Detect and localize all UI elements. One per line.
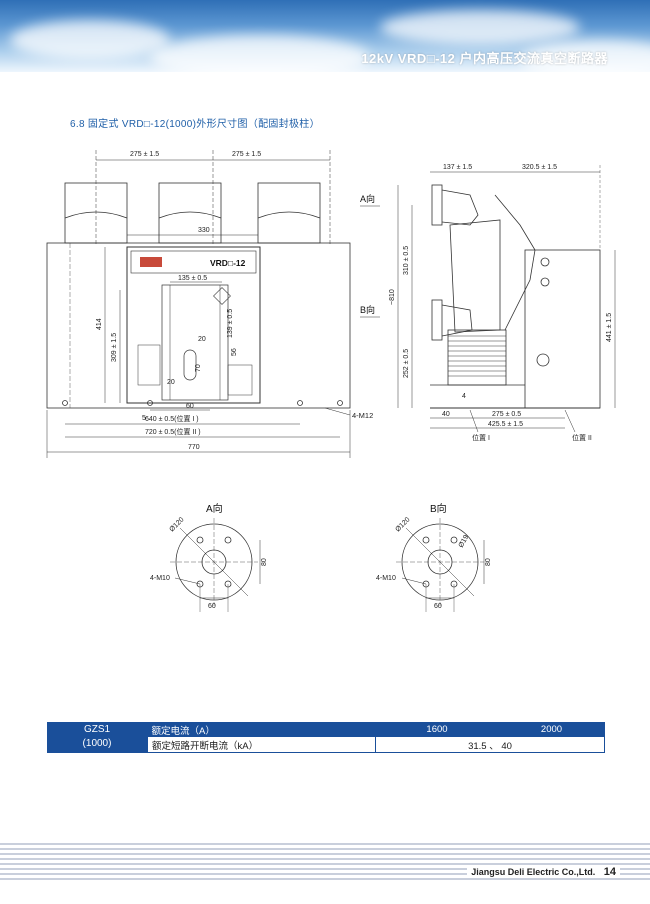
breaker-body	[46, 242, 351, 409]
dim-330: 330	[198, 227, 210, 234]
detail-b-80: 80	[485, 558, 492, 566]
pole-box-middle	[158, 182, 222, 244]
model-line-1: GZS1	[83, 724, 111, 736]
detail-b-holes: 4-M10	[376, 575, 396, 582]
upper-terminal	[431, 184, 443, 226]
cloud-decoration	[10, 20, 170, 60]
dim-4: 4	[462, 393, 466, 400]
dim-137: 137 ± 1.5	[443, 164, 472, 171]
cloud-decoration	[150, 35, 370, 72]
header-banner: 12kV VRD□-12 户内高压交流真空断路器	[0, 0, 650, 72]
label-a-view: A向	[360, 193, 375, 204]
dim-441: 441 ± 1.5	[606, 313, 613, 342]
page-number: 14	[603, 866, 616, 878]
header-title: 12kV VRD□-12 户内高压交流真空断路器	[361, 51, 608, 66]
dim-4255: 425.5 ± 1.5	[488, 421, 523, 428]
label-pos2: 位置 II	[572, 433, 592, 442]
insulator-stack	[447, 329, 507, 386]
dim-top-left: 275 ± 1.5	[130, 151, 159, 158]
label-pos1: 位置 I	[472, 433, 490, 442]
dim-40: 40	[442, 411, 450, 418]
row2-value: 31.5 、 40	[375, 737, 605, 753]
technical-drawing: 275 ± 1.5 275 ± 1.5 330 VRD□-12 135 ± 0.…	[46, 150, 616, 612]
model-line-2: (1000)	[82, 738, 112, 750]
dim-20b: 20	[167, 379, 175, 386]
dim-60: 60	[186, 403, 194, 410]
detail-b-title: B向	[430, 502, 447, 515]
panel-label: VRD□-12	[210, 258, 246, 268]
dim-pos1: 640 ± 0.5(位置 I )	[145, 414, 199, 423]
dim-414: 414	[96, 318, 103, 330]
table-row: GZS1 (1000) 额定电流（A） 1600 2000	[47, 722, 605, 753]
row2-label: 额定短路开断电流（kA）	[147, 737, 376, 753]
dim-135: 135 ± 0.5	[178, 275, 207, 282]
table-row: 额定短路开断电流（kA） 31.5 、 40	[47, 737, 605, 753]
section-title: 6.8 固定式 VRD□-12(1000)外形尺寸图（配固封极柱）	[70, 119, 320, 130]
detail-b-60: 60	[434, 603, 442, 610]
front-panel	[126, 246, 261, 404]
side-housing	[524, 249, 601, 409]
dim-252: 252 ± 0.5	[403, 349, 410, 378]
dim-310: 310 ± 0.5	[403, 246, 410, 275]
detail-a-view: A向 Ø120 4-M10 80 60	[150, 502, 268, 612]
dim-20a: 20	[198, 336, 206, 343]
detail-a-80: 80	[261, 558, 268, 566]
dim-139: 139 ± 0.5	[227, 309, 234, 338]
cloud-decoration	[520, 40, 650, 72]
slot-hole	[183, 349, 197, 381]
label-b-view: B向	[360, 304, 375, 315]
pole-box-right	[257, 182, 321, 244]
dim-770: 770	[188, 444, 200, 451]
row1-label: 额定电流（A）	[147, 722, 376, 737]
dim-309: 309 ± 1.5	[111, 333, 118, 362]
dim-top-right: 275 ± 1.5	[232, 151, 261, 158]
model-cell: GZS1 (1000)	[47, 722, 148, 753]
company-name: Jiangsu Deli Electric Co.,Ltd.	[471, 867, 596, 877]
side-view: A向 B向 137 ± 1.5 320.5 ± 1.5	[360, 164, 616, 442]
cloud-decoration	[380, 10, 580, 45]
dim-56: 56	[231, 348, 238, 356]
detail-b-view: B向 Ø120 Ø19 4-M10 80 60	[376, 502, 492, 612]
footer: Jiangsu Deli Electric Co.,Ltd. 14	[467, 866, 620, 878]
detail-b-dia2: Ø19	[458, 534, 471, 549]
front-view: 275 ± 1.5 275 ± 1.5 330 VRD□-12 135 ± 0.…	[46, 150, 373, 458]
dim-pos2: 720 ± 0.5(位置 II )	[145, 427, 201, 436]
dim-70: 70	[195, 364, 202, 372]
spec-table: GZS1 (1000) 额定电流（A） 1600 2000 额定短路开断电流（k…	[47, 722, 605, 753]
row1-value-2000: 2000	[498, 722, 605, 737]
lower-terminal	[431, 299, 443, 341]
row1-value-1600: 1600	[375, 722, 499, 737]
brand-logo	[140, 257, 162, 267]
dim-3205: 320.5 ± 1.5	[522, 164, 557, 171]
detail-a-title: A向	[206, 502, 223, 515]
dim-810: ~810	[389, 289, 396, 305]
dim-275-side: 275 ± 0.5	[492, 411, 521, 418]
detail-a-holes: 4-M10	[150, 575, 170, 582]
detail-a-60: 60	[208, 603, 216, 610]
dim-5: 5	[142, 415, 146, 422]
dim-m12: 4-M12	[352, 411, 373, 420]
